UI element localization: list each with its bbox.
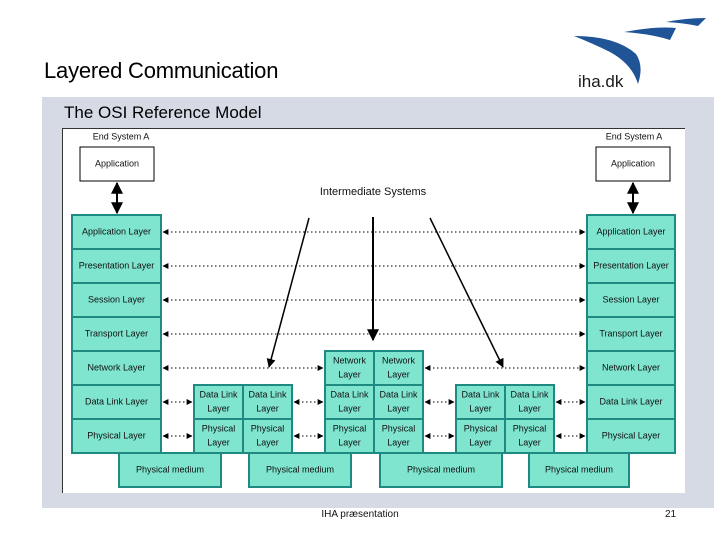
intermediate-cell-label-router-1-b: Layer	[387, 369, 410, 379]
layer-box-right-6	[586, 418, 676, 454]
intermediate-cell-label-switch-left-1-b: Layer	[256, 403, 279, 413]
layer-box-left-2	[71, 282, 162, 318]
layer-label-right-5: Data Link Layer	[599, 396, 662, 406]
intermediate-cell-label-switch-right-1-a: Data Link	[510, 389, 549, 399]
footer-text: IHA præsentation	[321, 509, 399, 520]
physical-medium-box-1	[248, 452, 352, 488]
layer-label-right-6: Physical Layer	[602, 430, 661, 440]
intermediate-cell-label-router-2-a: Data Link	[330, 389, 369, 399]
intermediate-cell-label-router-5-a: Physical	[382, 423, 416, 433]
intermediate-cell-label-switch-left-2-b: Layer	[207, 437, 230, 447]
intermediate-cell-label-router-5-b: Layer	[387, 437, 410, 447]
layer-box-left-4	[71, 350, 162, 386]
intermediate-cell-router-1	[373, 350, 424, 386]
intermediate-cell-label-switch-right-1-b: Layer	[518, 403, 541, 413]
physical-medium-box-3	[528, 452, 630, 488]
page-number: 21	[665, 509, 677, 520]
intermediate-cell-router-3	[373, 384, 424, 420]
layer-box-left-0	[71, 214, 162, 250]
intermediate-cell-label-switch-left-0-b: Layer	[207, 403, 230, 413]
intermediate-cell-label-switch-right-0-a: Data Link	[461, 389, 500, 399]
intermediate-cell-label-router-0-a: Network	[333, 355, 367, 365]
intermediate-cell-label-router-0-b: Layer	[338, 369, 361, 379]
layer-label-right-3: Transport Layer	[599, 328, 662, 338]
application-box-left	[79, 146, 155, 182]
pointer-arrow-left	[266, 217, 310, 368]
layer-label-left-0: Application Layer	[82, 226, 151, 236]
slide-title: Layered Communication	[44, 58, 279, 83]
intermediate-cell-label-switch-left-3-b: Layer	[256, 437, 279, 447]
application-box-right	[595, 146, 671, 182]
physical-medium-label-0: Physical medium	[136, 464, 204, 474]
physical-medium-box-0	[118, 452, 222, 488]
iha-logo-icon	[574, 18, 706, 84]
logo-wing-mid	[624, 27, 676, 40]
pointer-arrow-right	[429, 217, 504, 368]
physical-medium-label-2: Physical medium	[407, 464, 475, 474]
intermediate-cell-label-router-4-a: Physical	[333, 423, 367, 433]
intermediate-cell-switch-right-3	[504, 418, 555, 454]
intermediate-cell-router-5	[373, 418, 424, 454]
layer-label-left-5: Data Link Layer	[85, 396, 148, 406]
layer-box-right-2	[586, 282, 676, 318]
layer-box-right-0	[586, 214, 676, 250]
intermediate-cell-label-router-3-a: Data Link	[379, 389, 418, 399]
layer-box-right-1	[586, 248, 676, 284]
intermediate-cell-label-switch-left-0-a: Data Link	[199, 389, 238, 399]
layer-label-right-1: Presentation Layer	[593, 260, 669, 270]
layer-box-right-3	[586, 316, 676, 352]
end-system-label-right: End System A	[606, 131, 663, 141]
layer-label-right-0: Application Layer	[596, 226, 665, 236]
intermediate-cell-label-switch-right-3-b: Layer	[518, 437, 541, 447]
intermediate-cell-label-switch-right-0-b: Layer	[469, 403, 492, 413]
intermediate-cell-label-switch-right-3-a: Physical	[513, 423, 547, 433]
layer-label-left-6: Physical Layer	[87, 430, 146, 440]
physical-medium-label-1: Physical medium	[266, 464, 334, 474]
application-box-label-right: Application	[611, 158, 655, 168]
logo-wing-large	[574, 36, 641, 84]
intermediate-cell-label-switch-right-2-b: Layer	[469, 437, 492, 447]
logo-wing-small	[666, 18, 706, 26]
intermediate-cell-label-switch-right-2-a: Physical	[464, 423, 498, 433]
intermediate-cell-label-router-1-a: Network	[382, 355, 416, 365]
intermediate-cell-label-switch-left-3-a: Physical	[251, 423, 285, 433]
intermediate-cell-label-router-4-b: Layer	[338, 437, 361, 447]
intermediate-systems-label: Intermediate Systems	[320, 186, 427, 198]
layer-label-left-4: Network Layer	[87, 362, 145, 372]
layer-box-left-3	[71, 316, 162, 352]
physical-medium-box-2	[379, 452, 503, 488]
end-system-label-left: End System A	[93, 131, 150, 141]
physical-medium-label-3: Physical medium	[545, 464, 613, 474]
layer-label-left-3: Transport Layer	[85, 328, 148, 338]
layer-box-right-4	[586, 350, 676, 386]
intermediate-cell-label-router-3-b: Layer	[387, 403, 410, 413]
layer-label-right-2: Session Layer	[602, 294, 659, 304]
application-box-label-left: Application	[95, 158, 139, 168]
logo-text: iha.dk	[578, 72, 624, 91]
panel-title: The OSI Reference Model	[64, 103, 262, 122]
intermediate-cell-switch-right-1	[504, 384, 555, 420]
layer-label-left-1: Presentation Layer	[79, 260, 155, 270]
layer-label-left-2: Session Layer	[88, 294, 145, 304]
layer-box-right-5	[586, 384, 676, 420]
layer-label-right-4: Network Layer	[602, 362, 660, 372]
intermediate-cell-label-switch-left-1-a: Data Link	[248, 389, 287, 399]
intermediate-cell-label-switch-left-2-a: Physical	[202, 423, 236, 433]
layer-box-left-6	[71, 418, 162, 454]
intermediate-cell-label-router-2-b: Layer	[338, 403, 361, 413]
